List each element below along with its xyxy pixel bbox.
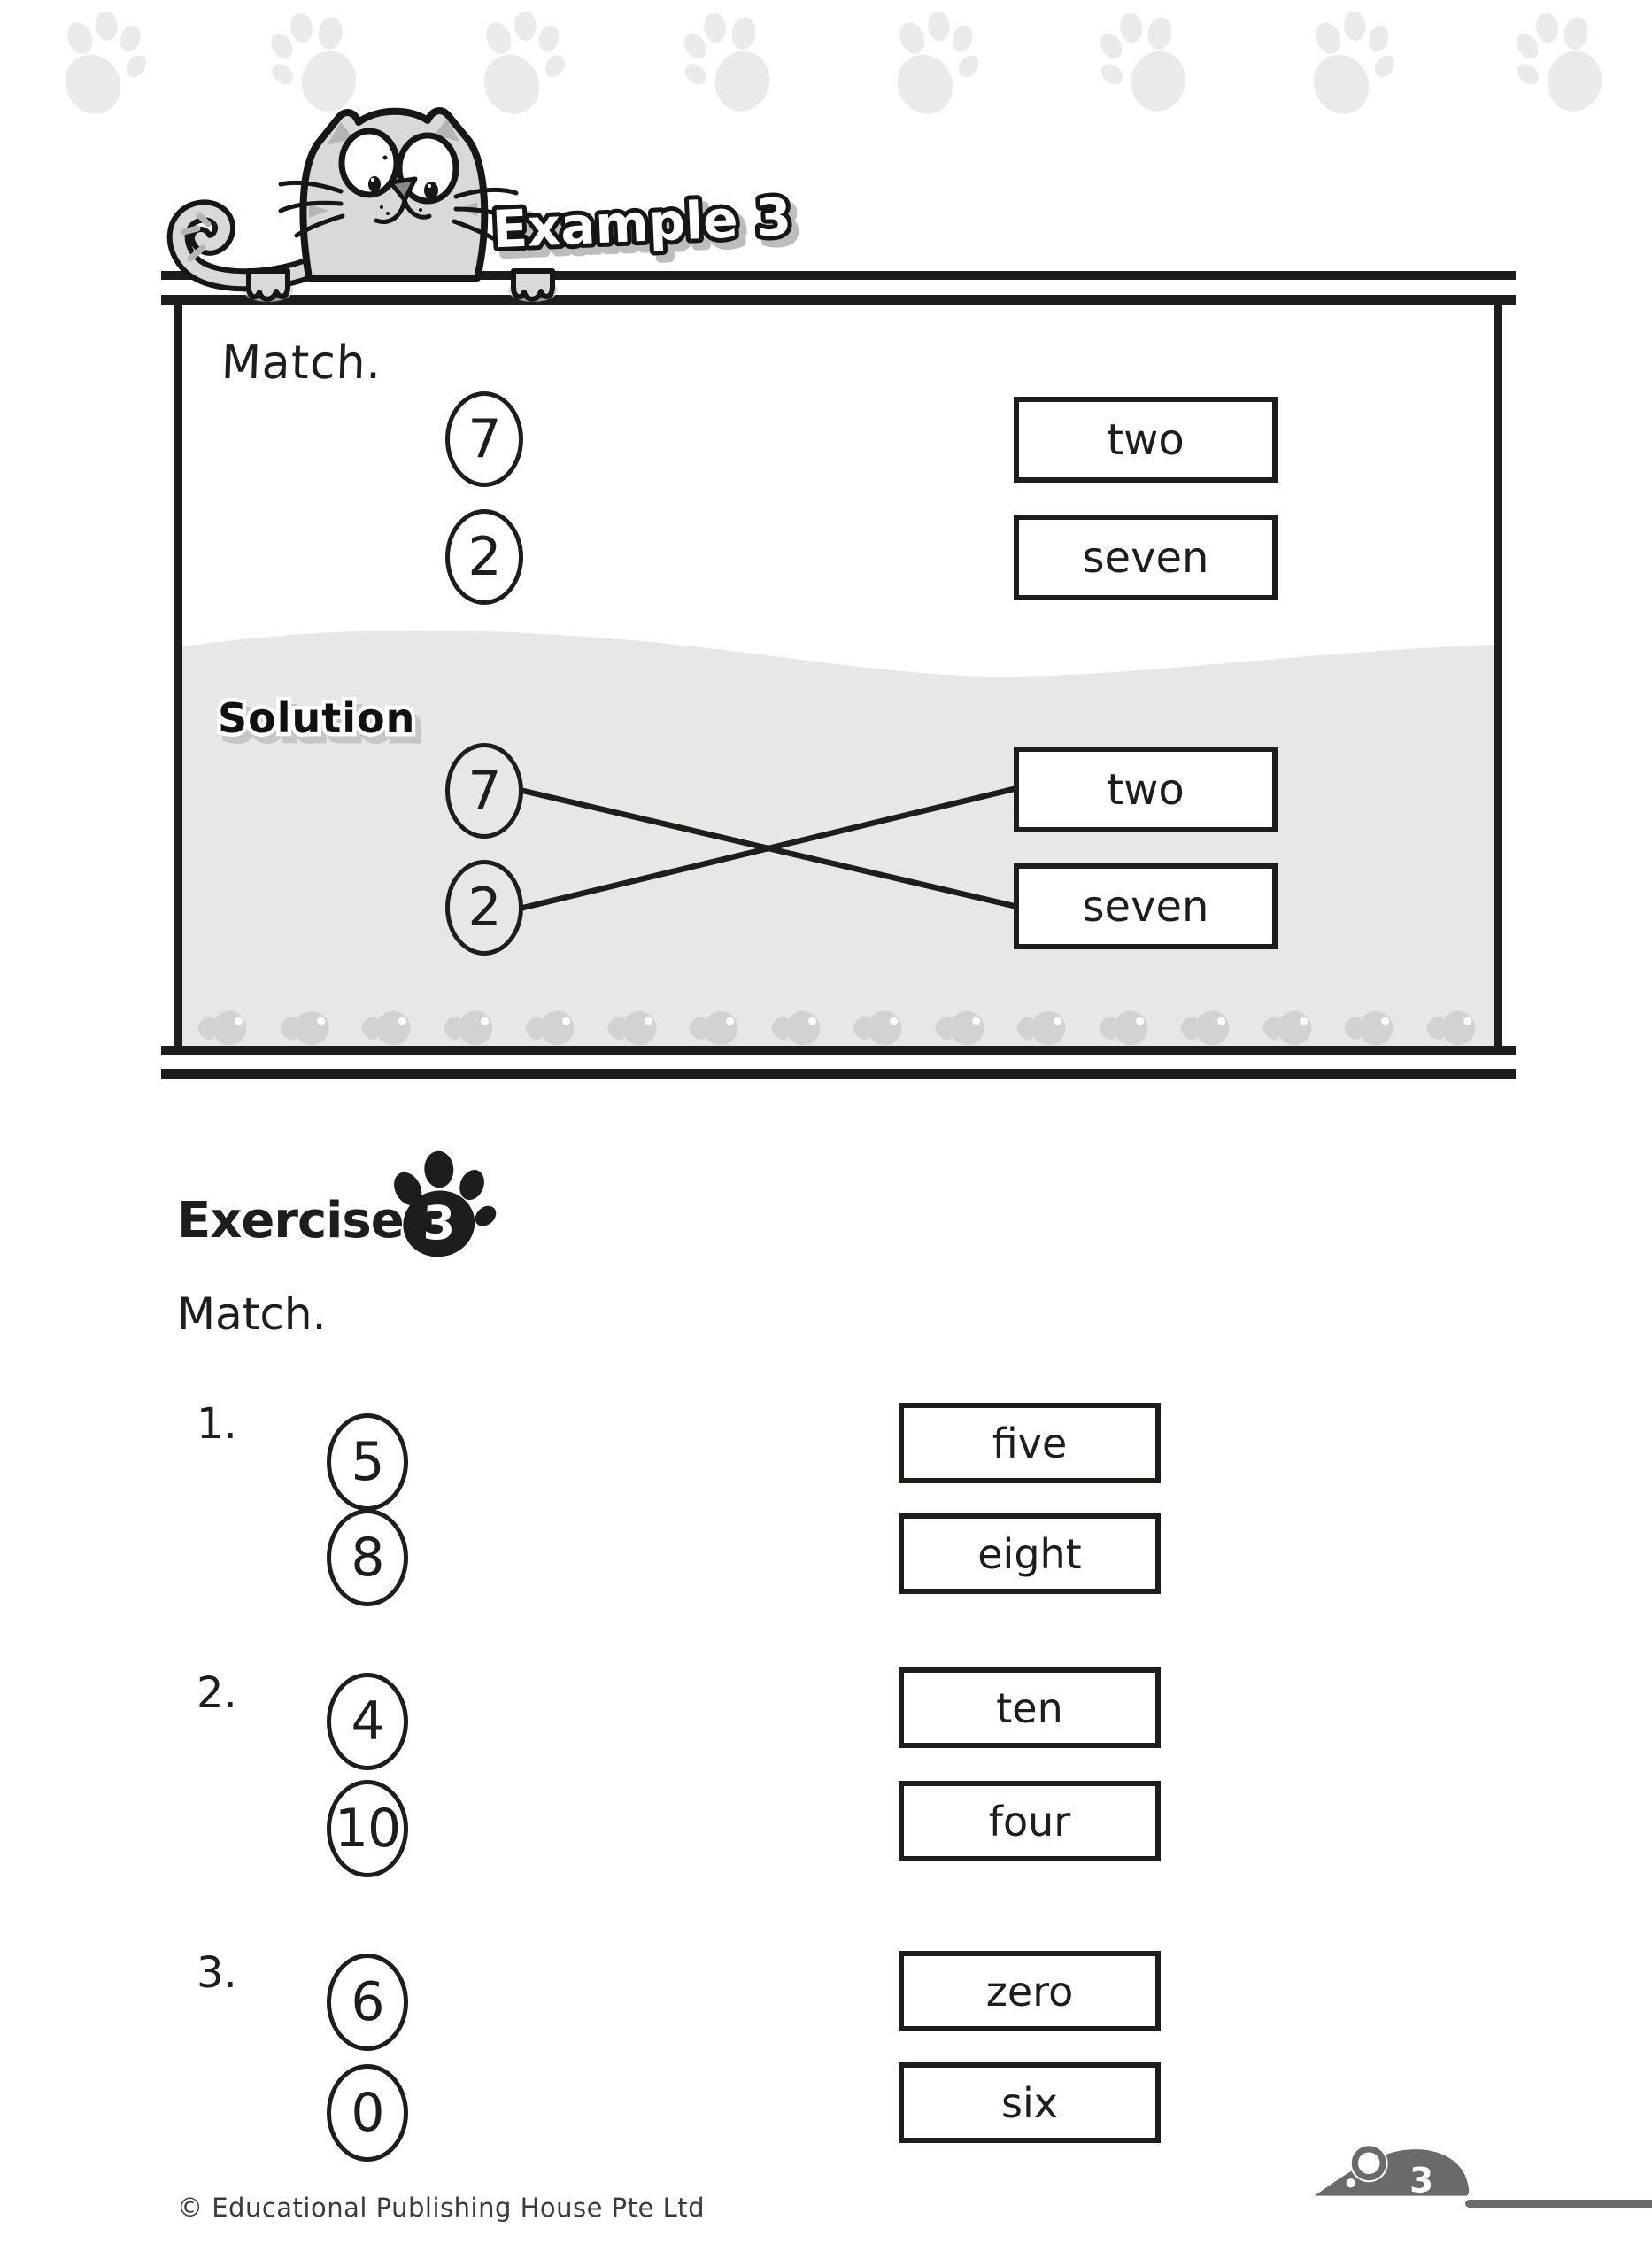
fish-icon xyxy=(357,1010,419,1047)
item-number-label: 3. xyxy=(197,1948,237,1998)
solution-label: Solution Solution Solution xyxy=(213,691,423,754)
paw-print-icon xyxy=(1287,5,1417,128)
solution-number-circle: 7 xyxy=(445,743,523,839)
paw-print-icon xyxy=(39,5,168,128)
number-circle[interactable]: 0 xyxy=(327,2064,408,2162)
exercise-instruction: Match. xyxy=(177,1288,327,1340)
example-instruction: Match. xyxy=(220,337,383,390)
paw-print-icon xyxy=(1081,7,1207,127)
fish-icon xyxy=(1012,1010,1074,1047)
fish-icon xyxy=(1176,1010,1238,1047)
number-circle[interactable]: 4 xyxy=(327,1673,408,1770)
fish-icon xyxy=(439,1010,501,1047)
word-box[interactable]: five xyxy=(899,1403,1161,1483)
number-circle[interactable]: 5 xyxy=(327,1413,408,1511)
solution-connector-lines xyxy=(520,785,1017,911)
mouse-page-icon: 3 xyxy=(1314,2144,1470,2201)
word-box[interactable]: four xyxy=(899,1781,1161,1861)
number-circle[interactable]: 10 xyxy=(327,1780,408,1877)
fish-icon xyxy=(848,1010,910,1047)
item-number-label: 2. xyxy=(197,1668,237,1718)
example-board: Match. 7 2 two seven Solution Solution S… xyxy=(174,305,1502,1046)
exercise-heading: Exercise xyxy=(177,1192,405,1250)
cat-paw xyxy=(511,268,555,302)
fish-icon xyxy=(1422,1010,1484,1047)
solution-wave xyxy=(182,630,1494,685)
mouse-tail xyxy=(1465,2200,1652,2208)
number-circle: 2 xyxy=(445,509,523,605)
paw-print-icon xyxy=(665,7,791,127)
word-box[interactable]: zero xyxy=(899,1951,1161,2031)
fish-icon xyxy=(930,1010,992,1047)
cat-whiskers xyxy=(278,180,345,238)
number-circle[interactable]: 6 xyxy=(327,1954,408,2051)
cat-paw xyxy=(246,268,290,302)
copyright-text: © Educational Publishing House Pte Ltd xyxy=(177,2193,706,2223)
fish-icon xyxy=(193,1010,255,1047)
exercise-badge-number: 3 xyxy=(422,1196,455,1250)
fish-icon xyxy=(603,1010,665,1047)
board-bottom-rail xyxy=(161,1046,1516,1079)
solution-word-box: seven xyxy=(1014,863,1278,949)
mouse-body xyxy=(1314,2149,1470,2196)
item-number-label: 1. xyxy=(197,1399,237,1449)
fish-icon xyxy=(1258,1010,1320,1047)
fish-icon xyxy=(684,1010,746,1047)
cat-illustration xyxy=(166,107,558,302)
paw-print-icon xyxy=(871,5,1000,128)
number-circle: 7 xyxy=(445,391,523,487)
cat-nose xyxy=(388,176,418,203)
paw-print-icon xyxy=(1497,7,1623,127)
solution-number-circle: 2 xyxy=(445,860,523,956)
example-title: Example 3 Example 3 xyxy=(487,182,804,272)
fish-icon xyxy=(1094,1010,1156,1047)
fish-icon xyxy=(767,1010,829,1047)
paw-badge-icon: 3 xyxy=(394,1150,497,1257)
word-box[interactable]: six xyxy=(899,2062,1161,2143)
solution-word-box: two xyxy=(1014,747,1278,832)
word-box: seven xyxy=(1014,515,1278,600)
word-box[interactable]: eight xyxy=(899,1513,1161,1594)
word-box[interactable]: ten xyxy=(899,1667,1161,1748)
fish-icon xyxy=(521,1010,583,1047)
number-circle[interactable]: 8 xyxy=(327,1509,408,1606)
mouse-eye xyxy=(1346,2178,1355,2188)
fish-row xyxy=(193,1010,1484,1047)
fish-icon xyxy=(1339,1010,1401,1047)
cat-whiskers xyxy=(452,188,519,245)
mouse-ear xyxy=(1351,2146,1386,2181)
fish-icon xyxy=(275,1010,337,1047)
word-box: two xyxy=(1014,397,1278,483)
page-number: 3 xyxy=(1409,2162,1433,2201)
